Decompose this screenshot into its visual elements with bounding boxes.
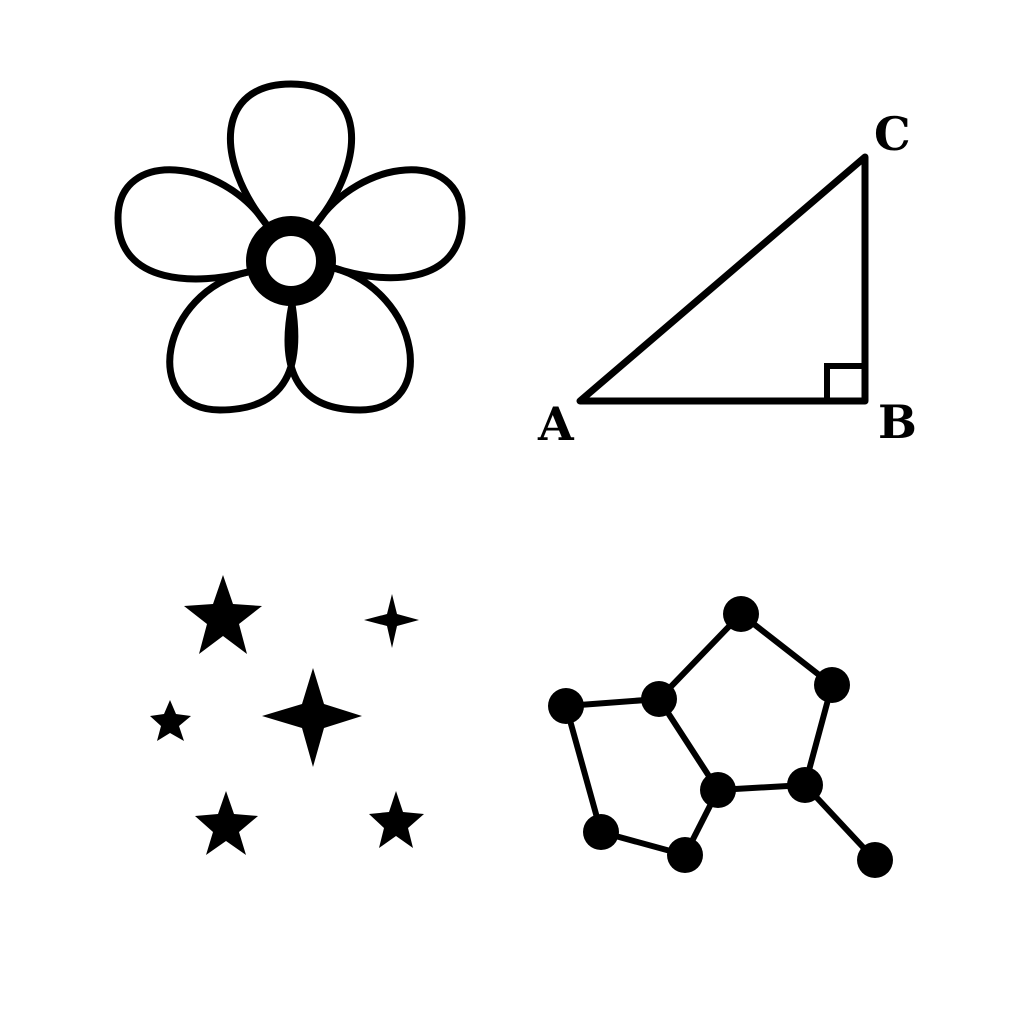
- bond: [656, 611, 744, 702]
- node: [723, 596, 759, 632]
- molecule-network-icon: [548, 596, 893, 878]
- vertex-label-c: C: [874, 107, 911, 161]
- vertex-label-b: B: [878, 395, 917, 449]
- star-five-point-large: [184, 575, 262, 654]
- star-five-point-bottom-left: [195, 791, 258, 855]
- network-nodes: [548, 596, 893, 878]
- star-five-point-bottom-right: [369, 791, 424, 848]
- right-angle-marker: [824, 363, 865, 401]
- node: [787, 767, 823, 803]
- flower-petal-left: [114, 166, 269, 283]
- flower-center-ring: [246, 216, 336, 306]
- vertex-label-a: A: [537, 397, 575, 451]
- flower-petal-lower-right: [284, 264, 414, 414]
- star-five-point-tiny: [150, 700, 191, 741]
- triangle-outline: [576, 153, 869, 405]
- node: [814, 667, 850, 703]
- node: [583, 814, 619, 850]
- flower-petal-top: [226, 80, 356, 227]
- bond: [563, 705, 604, 833]
- flower-petal-right: [313, 166, 466, 282]
- node: [857, 842, 893, 878]
- star-four-point-small: [364, 594, 419, 648]
- right-triangle-icon: A B C: [537, 107, 917, 451]
- stars-icon: [150, 575, 424, 855]
- star-four-point-large: [262, 668, 362, 767]
- node: [548, 688, 584, 724]
- flower-petal-lower-left: [166, 268, 299, 414]
- bond: [656, 697, 721, 792]
- node: [700, 772, 736, 808]
- node: [641, 681, 677, 717]
- node: [667, 837, 703, 873]
- bond: [739, 611, 834, 688]
- flower-icon: [114, 80, 466, 414]
